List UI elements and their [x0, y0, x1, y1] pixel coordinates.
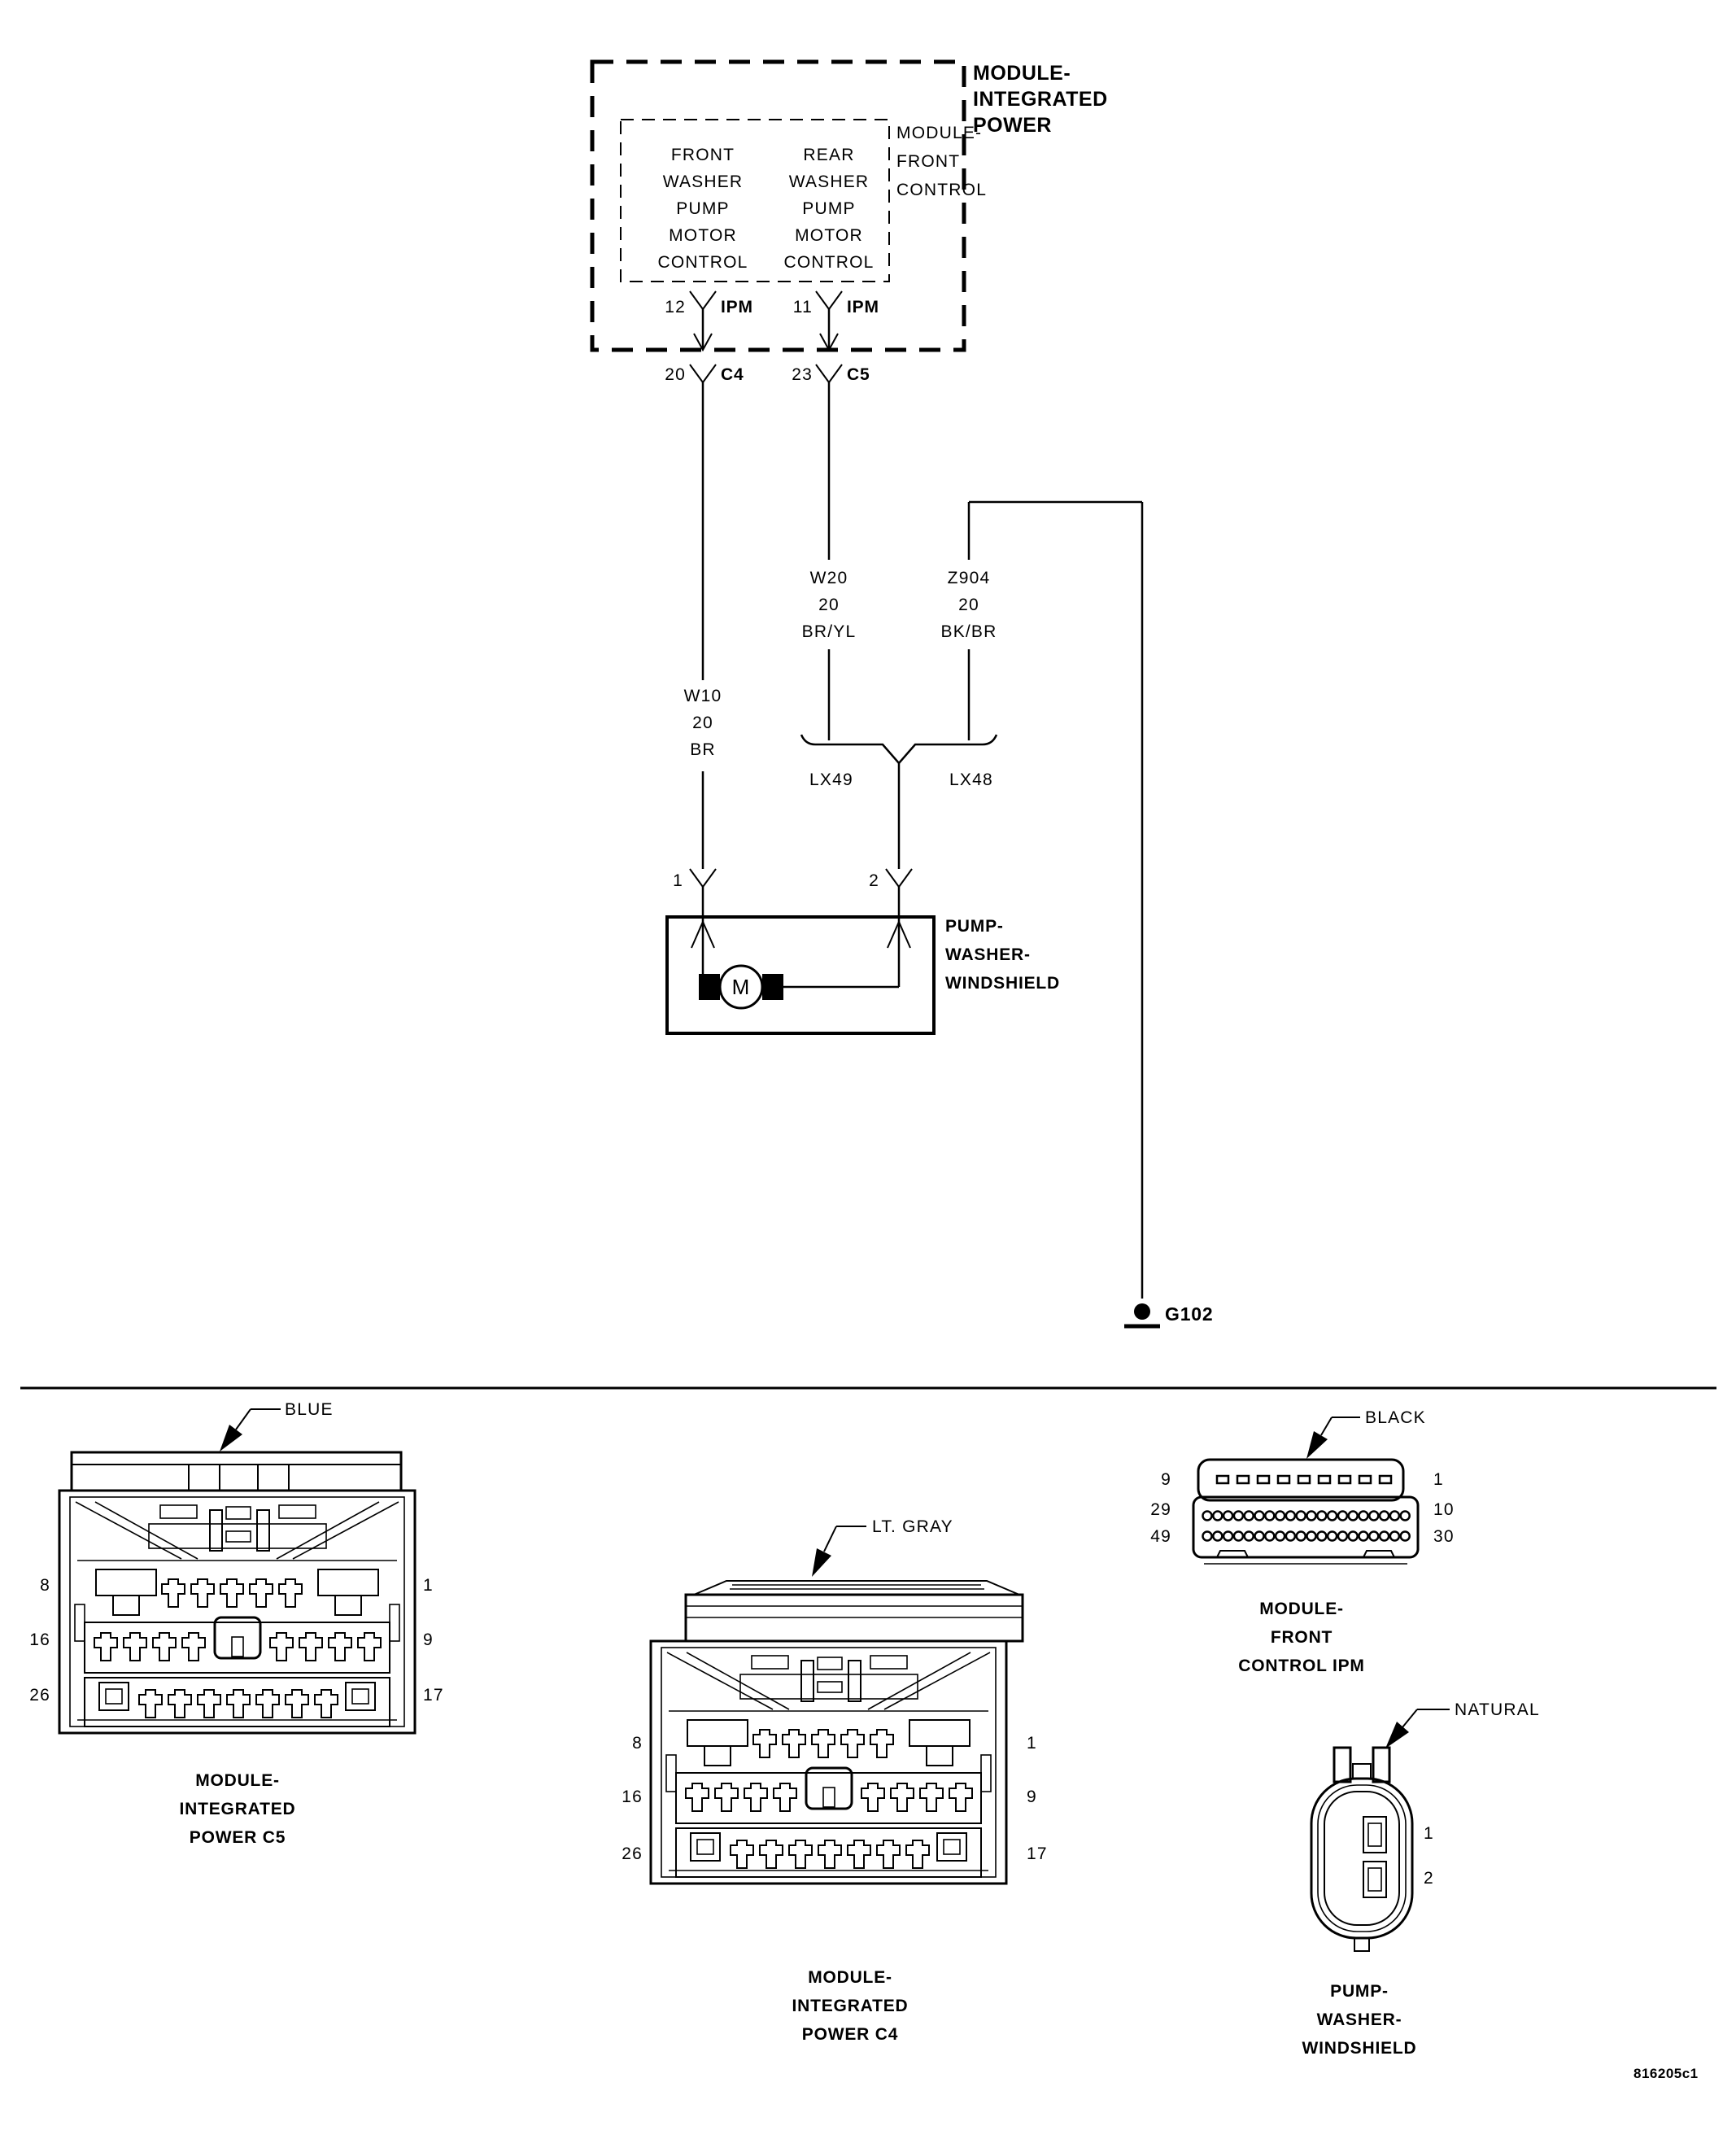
figure-id: 816205c1: [1633, 2066, 1699, 2081]
ground-g102-label: G102: [1165, 1303, 1214, 1325]
ipm-pin-30: 30: [1433, 1527, 1455, 1546]
pump-washer-windshield-box: [665, 915, 936, 1035]
front-washer-col-line2: WASHER: [662, 172, 744, 191]
ipm-caption-line1: MODULE-: [1259, 1600, 1344, 1618]
module-integrated-power-label-line1: MODULE-: [973, 62, 1071, 85]
module-front-control-label-line2: FRONT: [896, 152, 961, 171]
pump-pin-symbols: [689, 868, 913, 917]
c4-pin-26: 26: [622, 1844, 643, 1863]
ipm-color-label: BLACK: [1365, 1408, 1426, 1427]
black-callout-arrow: [1306, 1431, 1328, 1459]
wire-z904-color: BK/BR: [940, 622, 997, 641]
c5-caption-line1: MODULE-: [195, 1771, 280, 1790]
wire-z904-name: Z904: [947, 569, 991, 587]
motor-m-label: M: [731, 975, 751, 999]
pump-box-label-line1: PUMP-: [945, 917, 1004, 936]
module-front-control-label-line3: CONTROL: [896, 181, 988, 199]
c4-pin-8: 8: [632, 1734, 643, 1753]
pin-23: 23: [792, 365, 813, 384]
c4-pin-17: 17: [1027, 1844, 1048, 1863]
pin-11: 11: [792, 298, 813, 316]
ipm-caption-line2: FRONT: [1270, 1628, 1333, 1647]
c5-pin-1: 1: [423, 1576, 434, 1595]
pin-20: 20: [665, 365, 686, 384]
pump-pin-1: 1: [673, 871, 683, 890]
c5-pin-16: 16: [29, 1630, 50, 1649]
wire-z904-gauge: 20: [958, 596, 979, 614]
c5-caption-line3: POWER C5: [189, 1828, 286, 1847]
wire-w20-gauge: 20: [818, 596, 840, 614]
wire-w10-name: W10: [683, 687, 722, 705]
pump-conn-caption-line1: PUMP-: [1330, 1982, 1389, 2001]
pump-conn-pin-1: 1: [1424, 1824, 1434, 1843]
front-washer-col-line4: MOTOR: [669, 226, 737, 245]
rear-washer-col-line1: REAR: [803, 146, 855, 164]
module-integrated-power-label-line2: INTEGRATED: [973, 88, 1108, 111]
module-integrated-power-box: [590, 59, 966, 352]
rear-washer-col-line3: PUMP: [802, 199, 856, 218]
pump-conn-color-label: NATURAL: [1455, 1700, 1540, 1719]
ipm-connector-label-left: IPM: [721, 298, 753, 316]
pin-12: 12: [665, 298, 686, 316]
pump-box-label-line3: WINDSHIELD: [945, 974, 1060, 993]
natural-callout-arrow: [1385, 1722, 1409, 1748]
c4-pin-9: 9: [1027, 1788, 1037, 1806]
c4-caption-line1: MODULE-: [808, 1968, 892, 1987]
rear-washer-col-line2: WASHER: [788, 172, 870, 191]
splice-brace: [800, 734, 998, 869]
c5-connector-label: C5: [847, 365, 870, 384]
ipm-pin-1: 1: [1433, 1470, 1444, 1489]
c5-color-label: BLUE: [285, 1400, 334, 1419]
ipm-caption-line3: CONTROL IPM: [1238, 1657, 1365, 1675]
rear-washer-col-line5: CONTROL: [783, 253, 875, 272]
ipm-pin-9: 9: [1161, 1470, 1171, 1489]
splice-lx49: LX49: [809, 770, 853, 789]
c4-pin-1: 1: [1027, 1734, 1037, 1753]
c4-connector-label: C4: [721, 365, 744, 384]
ipm-pin-29: 29: [1150, 1500, 1171, 1519]
pump-conn-pin-2: 2: [1424, 1869, 1434, 1888]
c4-color-label: LT. GRAY: [872, 1517, 953, 1536]
wire-w20-name: W20: [809, 569, 848, 587]
pump-pin-2: 2: [869, 871, 879, 890]
module-front-control-label-line1: MODULE-: [896, 124, 983, 142]
c5-caption-line2: INTEGRATED: [179, 1800, 296, 1818]
c5-pin-17: 17: [423, 1686, 444, 1705]
ipm-pin-49: 49: [1150, 1527, 1171, 1546]
ltgray-callout-arrow: [812, 1548, 831, 1577]
connector-ipm-drawing: [1192, 1417, 1420, 1565]
front-washer-col-line5: CONTROL: [657, 253, 748, 272]
front-washer-col-line3: PUMP: [676, 199, 730, 218]
module-integrated-power-label-line3: POWER: [973, 114, 1052, 137]
wire-w10-color: BR: [690, 740, 716, 759]
wire-w20-color: BR/YL: [801, 622, 857, 641]
ipm-pin-10: 10: [1433, 1500, 1455, 1519]
c4-caption-line2: INTEGRATED: [792, 1997, 909, 2015]
c4-pin-16: 16: [622, 1788, 643, 1806]
connector-pump-drawing: [1310, 1709, 1450, 1952]
ipm-pin-symbols: [689, 290, 843, 404]
pump-box-label-line2: WASHER-: [945, 945, 1031, 964]
splice-lx48: LX48: [949, 770, 993, 789]
connector-c4-drawing: [651, 1526, 1024, 1884]
wire-w10-gauge: 20: [692, 714, 713, 732]
blue-callout-arrow: [220, 1425, 242, 1451]
pump-conn-caption-line3: WINDSHIELD: [1302, 2039, 1417, 2058]
ipm-connector-label-right: IPM: [847, 298, 879, 316]
pump-conn-caption-line2: WASHER-: [1316, 2010, 1402, 2029]
wire-z904: [967, 500, 1142, 740]
c5-pin-26: 26: [29, 1686, 50, 1705]
c5-pin-9: 9: [423, 1630, 434, 1649]
front-washer-col-line1: FRONT: [670, 146, 735, 164]
ground-symbol: [1124, 1303, 1160, 1329]
connector-c5-drawing: [59, 1408, 415, 1733]
c4-caption-line3: POWER C4: [801, 2025, 899, 2044]
c5-pin-8: 8: [40, 1576, 50, 1595]
rear-washer-col-line4: MOTOR: [795, 226, 863, 245]
